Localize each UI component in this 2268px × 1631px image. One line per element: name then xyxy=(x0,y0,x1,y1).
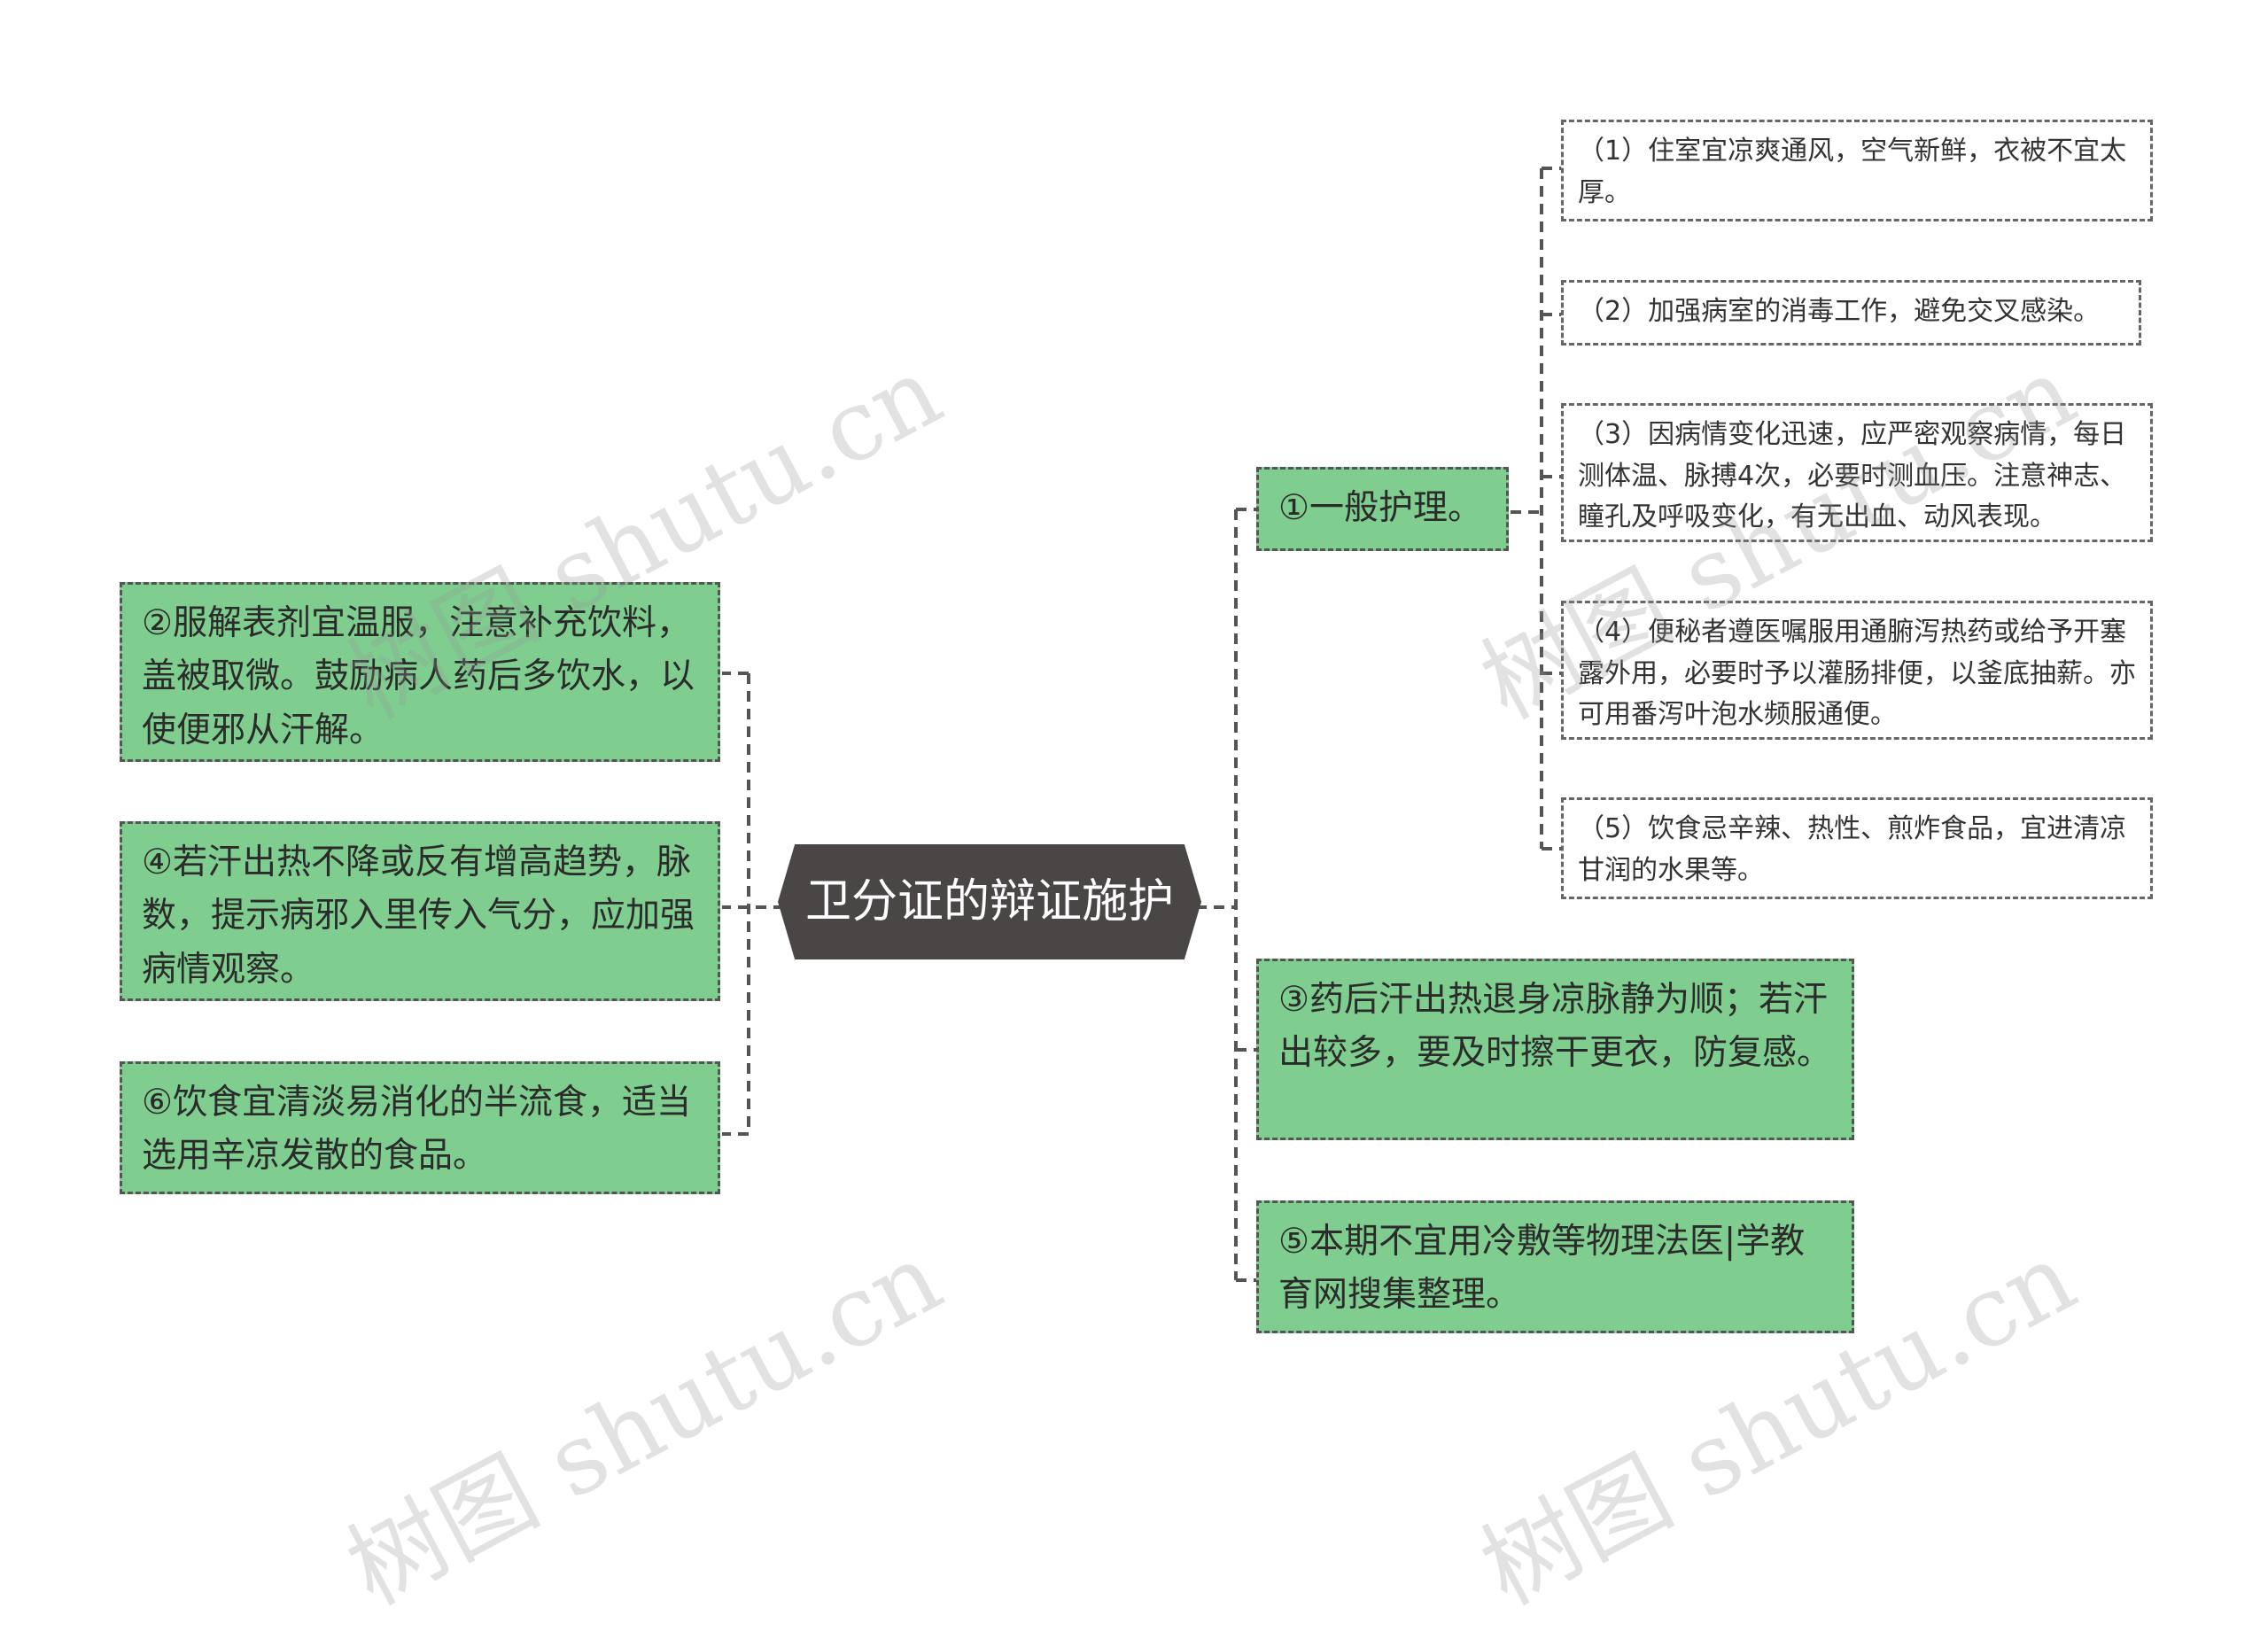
general-care-item-1-label: （1）住室宜凉爽通风，空气新鲜，衣被不宜太厚。 xyxy=(1578,136,2127,208)
general-care-item-3[interactable]: （3）因病情变化迅速，应严密观察病情，每日测体温、脉搏4次，必要时测血压。注意神… xyxy=(1561,403,2153,542)
root-topic-label: 卫分证的辩证施护 xyxy=(804,874,1174,928)
topic-node-3[interactable]: ③药后汗出热退身凉脉静为顺；若汗出较多，要及时擦干更衣，防复感。 xyxy=(1256,959,1854,1140)
general-care-item-4[interactable]: （4）便秘者遵医嘱服用通腑泻热药或给予开塞露外用，必要时予以灌肠排便，以釜底抽薪… xyxy=(1561,601,2153,740)
general-care-item-3-label: （3）因病情变化迅速，应严密观察病情，每日测体温、脉搏4次，必要时测血压。注意神… xyxy=(1578,419,2127,532)
topic-node-5[interactable]: ⑤本期不宜用冷敷等物理法医|学教育网搜集整理。 xyxy=(1256,1200,1854,1333)
general-care-item-2[interactable]: （2）加强病室的消毒工作，避免交叉感染。 xyxy=(1561,280,2141,346)
link-root-right xyxy=(1196,508,1258,1282)
topic-node-6[interactable]: ⑥饮食宜清淡易消化的半流食，适当选用辛凉发散的食品。 xyxy=(120,1061,720,1194)
general-care-item-1[interactable]: （1）住室宜凉爽通风，空气新鲜，衣被不宜太厚。 xyxy=(1561,120,2153,221)
topic-node-5-label: ⑤本期不宜用冷敷等物理法医|学教育网搜集整理。 xyxy=(1278,1222,1806,1316)
topic-node-4[interactable]: ④若汗出热不降或反有增高趋势，脉数，提示病邪入里传入气分，应加强病情观察。 xyxy=(120,821,720,1001)
general-care-item-5-label: （5）饮食忌辛辣、热性、煎炸食品，宜进清凉甘润的水果等。 xyxy=(1578,813,2127,886)
general-care-item-4-label: （4）便秘者遵医嘱服用通腑泻热药或给予开塞露外用，必要时予以灌肠排便，以釜底抽薪… xyxy=(1578,617,2136,730)
topic-node-2-label: ②服解表剂宜温服，注意补充饮料，盖被取微。鼓励病人药后多饮水，以使便邪从汗解。 xyxy=(142,603,695,750)
mind-map-canvas: 卫分证的辩证施护 ②服解表剂宜温服，注意补充饮料，盖被取微。鼓励病人药后多饮水，… xyxy=(120,120,2153,1627)
root-topic[interactable]: 卫分证的辩证施护 xyxy=(778,844,1201,959)
general-care-item-2-label: （2）加强病室的消毒工作，避免交叉感染。 xyxy=(1578,296,2101,327)
topic-node-6-label: ⑥饮食宜清淡易消化的半流食，适当选用辛凉发散的食品。 xyxy=(142,1083,691,1177)
topic-node-1[interactable]: ①一般护理。 xyxy=(1256,467,1509,551)
general-care-item-5[interactable]: （5）饮食忌辛辣、热性、煎炸食品，宜进清凉甘润的水果等。 xyxy=(1561,797,2153,899)
topic-node-4-label: ④若汗出热不降或反有增高趋势，脉数，提示病邪入里传入气分，应加强病情观察。 xyxy=(142,843,695,990)
topic-node-1-label: ①一般护理。 xyxy=(1278,488,1482,528)
link-root-left xyxy=(722,672,784,1136)
connector-lines xyxy=(722,167,1564,1282)
topic-node-3-label: ③药后汗出热退身凉脉静为顺；若汗出较多，要及时擦干更衣，防复感。 xyxy=(1278,980,1832,1074)
link-general-care xyxy=(1511,167,1564,850)
topic-node-2[interactable]: ②服解表剂宜温服，注意补充饮料，盖被取微。鼓励病人药后多饮水，以使便邪从汗解。 xyxy=(120,582,720,762)
